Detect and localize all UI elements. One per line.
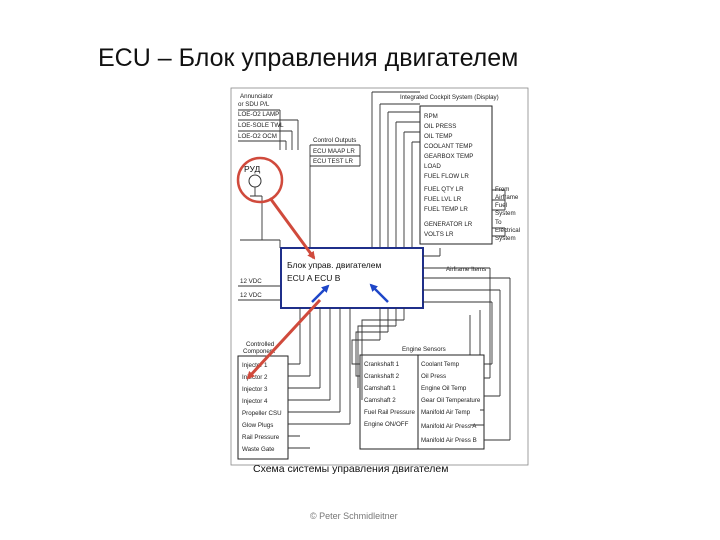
ecu-label-line1: Блок управ. двигателем <box>287 260 381 270</box>
sensor-left-2: Camshaft 1 <box>364 385 396 392</box>
instrument-item-5: LOAD <box>424 163 441 170</box>
controlled-header-line2: Component <box>243 348 275 355</box>
ecu-label-line2: ECU A ECU B <box>287 273 341 283</box>
control-outputs-block: Control Outputs ECU MAAP LR ECU TEST LR <box>309 137 361 248</box>
slide-title: ECU – Блок управления двигателем <box>98 44 519 72</box>
sensor-left-5: Engine ON/OFF <box>364 421 409 428</box>
rud-label: РУД <box>244 164 261 174</box>
controlled-header-line1: Controlled <box>246 341 275 348</box>
ecu-block: Блок управ. двигателем ECU A ECU B Airfr… <box>280 247 510 309</box>
controlled-item-5: Glow Plugs <box>242 422 273 429</box>
controlled-item-0: Injector 1 <box>242 362 268 369</box>
throttle-lever: РУД <box>236 156 284 248</box>
fuel-note-1: Airframe <box>495 194 519 201</box>
annunciator-block: Annunciator or SDU P/L LOE-O2 LAMP LOE-S… <box>238 93 299 150</box>
elec-note-2: System <box>495 235 516 242</box>
instrument-item-3: COOLANT TEMP <box>424 143 473 150</box>
sensor-right-1: Oil Press <box>421 373 446 380</box>
instrument-header: Integrated Cockpit System (Display) <box>400 94 499 101</box>
controlled-item-2: Injector 3 <box>242 386 268 393</box>
elec-note-0: To <box>495 219 502 226</box>
instrument-item-1: OIL PRESS <box>424 123 456 130</box>
instrument-item-11: VOLTS LR <box>424 231 454 238</box>
instrument-item-9: FUEL TEMP LR <box>424 206 468 213</box>
controlled-item-6: Rail Pressure <box>242 434 280 441</box>
copyright: © Peter Schmidleitner <box>310 511 398 521</box>
instrument-item-8: FUEL LVL LR <box>424 196 462 203</box>
throttle-knob-icon <box>248 174 262 188</box>
instrument-item-0: RPM <box>424 113 438 120</box>
left-label-3: LOE-SOLE TWL <box>238 122 284 129</box>
engine-sensors-block: Engine Sensors Crankshaft 1 Crankshaft 2… <box>351 319 510 450</box>
engine-sensors-header: Engine Sensors <box>402 346 446 353</box>
red-arrow-rud <box>268 197 316 260</box>
red-arrow-controlled <box>246 298 322 380</box>
instrument-item-10: GENERATOR LR <box>424 221 473 228</box>
sensor-left-1: Crankshaft 2 <box>364 373 400 380</box>
external-notes: From Airframe Fuel System To Electrical … <box>495 186 520 242</box>
left-label-2: LOE-O2 LAMP <box>238 111 279 118</box>
sensors-left-box <box>359 354 419 450</box>
instrument-item-4: GEARBOX TEMP <box>424 153 473 160</box>
sensor-right-5: Manifold Air Press A <box>421 423 477 430</box>
controlled-item-3: Injector 4 <box>242 398 268 405</box>
controlled-components-block: Controlled Component Injector 1 Injector… <box>237 332 351 460</box>
ecu-frame <box>280 247 424 309</box>
sensor-right-3: Gear Oil Temperature <box>421 397 481 404</box>
control-output-1: ECU TEST LR <box>313 158 354 165</box>
fuel-note-2: Fuel <box>495 202 507 209</box>
left-label-0: Annunciator <box>240 93 273 100</box>
controlled-item-4: Propeller CSU <box>242 410 282 417</box>
controlled-box <box>237 355 289 460</box>
instrument-box <box>419 105 493 245</box>
elec-note-1: Electrical <box>495 227 520 234</box>
control-output-0: ECU MAAP LR <box>313 148 355 155</box>
fuel-note-3: System <box>495 210 516 217</box>
instrument-item-7: FUEL QTY LR <box>424 186 464 193</box>
sensor-right-4: Manifold Air Temp <box>421 409 471 416</box>
blue-arrow-ecu-b <box>369 283 389 303</box>
controlled-item-7: Waste Gate <box>242 446 275 453</box>
sensor-right-2: Engine Oil Temp <box>421 385 467 392</box>
voltage-label-1: 12 VDC <box>240 292 262 299</box>
left-label-1: or SDU P/L <box>238 101 270 108</box>
blue-arrow-ecu-a <box>311 284 330 303</box>
left-label-4: LOE-O2 OCM <box>238 133 277 140</box>
sensors-right-box <box>417 354 485 450</box>
sensor-left-4: Fuel Rail Pressure <box>364 409 415 416</box>
instrument-item-6: FUEL FLOW LR <box>424 173 469 180</box>
controlled-item-1: Injector 2 <box>242 374 268 381</box>
diagram-frame <box>230 87 529 466</box>
voltage-label-0: 12 VDC <box>240 278 262 285</box>
fuel-note-0: From <box>495 186 509 193</box>
instrument-block: Integrated Cockpit System (Display) RPM … <box>371 91 506 248</box>
rud-highlight-circle <box>236 156 284 204</box>
diagram-caption: Схема системы управления двигателем <box>253 463 448 475</box>
sensor-left-0: Crankshaft 1 <box>364 361 400 368</box>
sensor-right-6: Manifold Air Press B <box>421 437 477 444</box>
instrument-item-2: OIL TEMP <box>424 133 453 140</box>
sensor-right-0: Coolant Temp <box>421 361 460 368</box>
aux-label: Airframe Items <box>446 266 486 273</box>
sensor-left-3: Camshaft 2 <box>364 397 396 404</box>
control-outputs-header: Control Outputs <box>313 137 356 144</box>
